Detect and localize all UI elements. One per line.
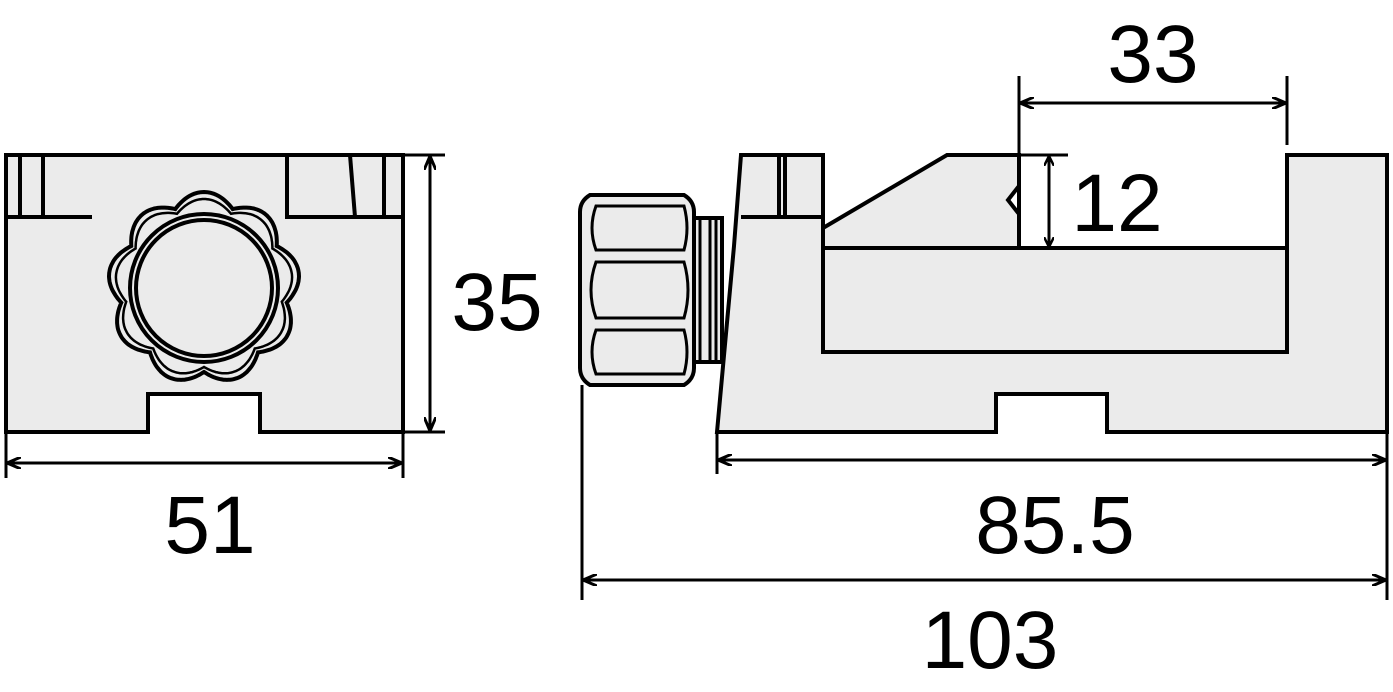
side-view <box>578 153 1389 434</box>
dim-label-103: 103 <box>922 595 1059 686</box>
end-view-knob-ring <box>128 212 280 364</box>
dimension-height-35: 35 <box>403 153 543 434</box>
end-view-screw-circle <box>134 218 274 358</box>
dim-label-85-5: 85.5 <box>975 480 1135 571</box>
dim-label-35: 35 <box>451 257 542 348</box>
dimension-opening-33: 33 <box>1017 9 1289 155</box>
dim-label-33: 33 <box>1107 9 1198 100</box>
side-view-knob-rib-3 <box>590 328 689 376</box>
side-view-screw-channel <box>821 246 1289 354</box>
dim-label-12: 12 <box>1071 158 1162 249</box>
dimension-depth-12: 12 <box>1019 153 1163 249</box>
end-view-knob-inner <box>114 197 294 375</box>
dimension-length-85-5: 85.5 <box>715 432 1389 600</box>
side-view-moving-jaw <box>821 153 1021 250</box>
dim-label-51: 51 <box>164 480 255 571</box>
dimension-length-103: 103 <box>580 385 1385 686</box>
end-view-jaw-right <box>285 155 403 219</box>
dimension-width-51: 51 <box>4 432 405 571</box>
end-view-groove-right-1 <box>348 154 357 218</box>
side-view-knob-rib-2 <box>589 260 690 320</box>
end-view <box>4 153 405 434</box>
side-view-knob-rib-1 <box>590 204 689 252</box>
